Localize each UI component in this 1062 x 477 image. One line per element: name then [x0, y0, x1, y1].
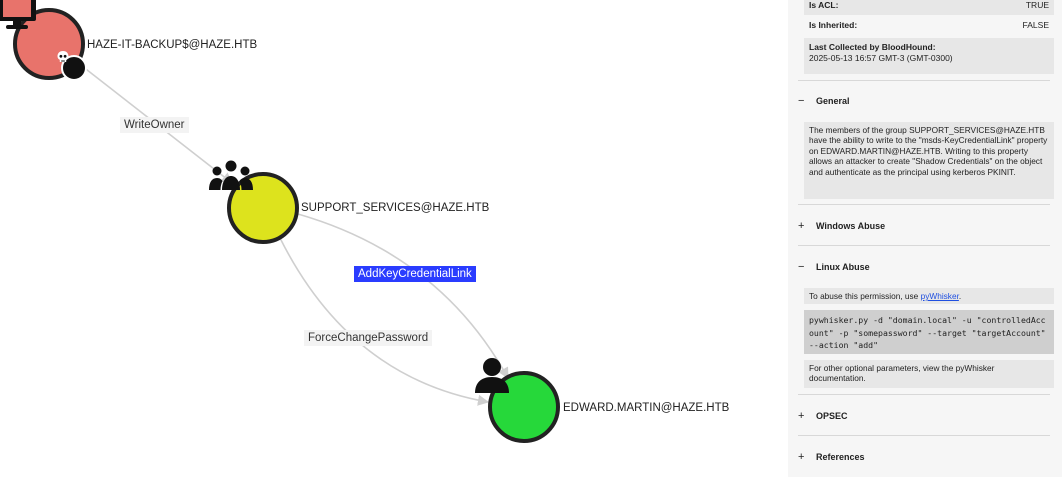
linux-abuse-intro: To abuse this permission, use pyWhisker. [804, 288, 1054, 304]
divider [798, 204, 1050, 205]
prop-is-inherited-key: Is Inherited: [809, 20, 858, 30]
computer-icon [0, 0, 36, 29]
section-windows-abuse-header[interactable]: + Windows Abuse [798, 218, 1050, 234]
group-icon [209, 160, 253, 190]
prop-is-acl: Is ACL: TRUE [804, 0, 1054, 15]
prop-is-acl-key: Is ACL: [809, 0, 839, 10]
expand-icon: + [798, 451, 805, 463]
prop-last-collected: Last Collected by BloodHound: 2025-05-13… [804, 38, 1054, 74]
linux-abuse-outro: For other optional parameters, view the … [804, 360, 1054, 388]
divider [798, 245, 1050, 246]
expand-icon: + [798, 220, 805, 232]
skull-badge [57, 51, 87, 81]
section-opsec-header[interactable]: + OPSEC [798, 408, 1050, 424]
edge-label-add-key-credential-link[interactable]: AddKeyCredentialLink [354, 266, 476, 282]
edge-add-key-credential-link[interactable] [297, 213, 509, 379]
section-references-title: References [816, 452, 865, 462]
prop-is-inherited-value: FALSE [1022, 20, 1049, 30]
node-edward-martin[interactable] [475, 358, 560, 443]
collapse-icon: − [798, 95, 805, 107]
linux-abuse-intro-text: To abuse this permission, use [809, 291, 921, 301]
section-linux-abuse-title: Linux Abuse [816, 262, 870, 272]
edge-label-force-change-password[interactable]: ForceChangePassword [304, 330, 433, 346]
node-haze-it-backup[interactable] [0, 0, 85, 80]
divider [798, 80, 1050, 81]
linux-abuse-code: pywhisker.py -d "domain.local" -u "contr… [804, 310, 1054, 354]
edge-force-change-password[interactable] [279, 237, 490, 406]
edge-info-panel[interactable]: Is ACL: TRUE Is Inherited: FALSE Last Co… [788, 0, 1062, 477]
prop-last-collected-key: Last Collected by BloodHound: [809, 42, 936, 52]
graph-canvas[interactable]: WriteOwner AddKeyCredentialLink ForceCha… [0, 0, 788, 477]
user-icon [475, 358, 509, 393]
section-general-title: General [816, 96, 850, 106]
divider [798, 435, 1050, 436]
prop-is-acl-value: TRUE [1025, 0, 1049, 10]
expand-icon: + [798, 410, 805, 422]
skull-icon [57, 51, 69, 62]
node-label-support-services: SUPPORT_SERVICES@HAZE.HTB [301, 202, 490, 214]
node-label-haze-it-backup: HAZE-IT-BACKUP$@HAZE.HTB [87, 39, 258, 51]
section-references-header[interactable]: + References [798, 449, 1050, 465]
divider [798, 394, 1050, 395]
section-opsec-title: OPSEC [816, 411, 848, 421]
node-label-edward-martin: EDWARD.MARTIN@HAZE.HTB [563, 402, 730, 414]
edge-label-write-owner[interactable]: WriteOwner [120, 117, 189, 133]
linux-abuse-intro-suffix: . [958, 291, 962, 301]
section-general-text: The members of the group SUPPORT_SERVICE… [804, 122, 1054, 199]
prop-is-inherited: Is Inherited: FALSE [804, 18, 1054, 34]
section-linux-abuse-header[interactable]: − Linux Abuse [798, 259, 1050, 275]
prop-last-collected-value: 2025-05-13 16:57 GMT-3 (GMT-0300) [809, 53, 953, 63]
collapse-icon: − [798, 261, 805, 273]
node-support-services[interactable] [209, 160, 299, 244]
section-windows-abuse-title: Windows Abuse [816, 221, 886, 231]
section-general-header[interactable]: − General [798, 93, 1050, 109]
pywhisker-link[interactable]: pyWhisker [920, 291, 959, 301]
